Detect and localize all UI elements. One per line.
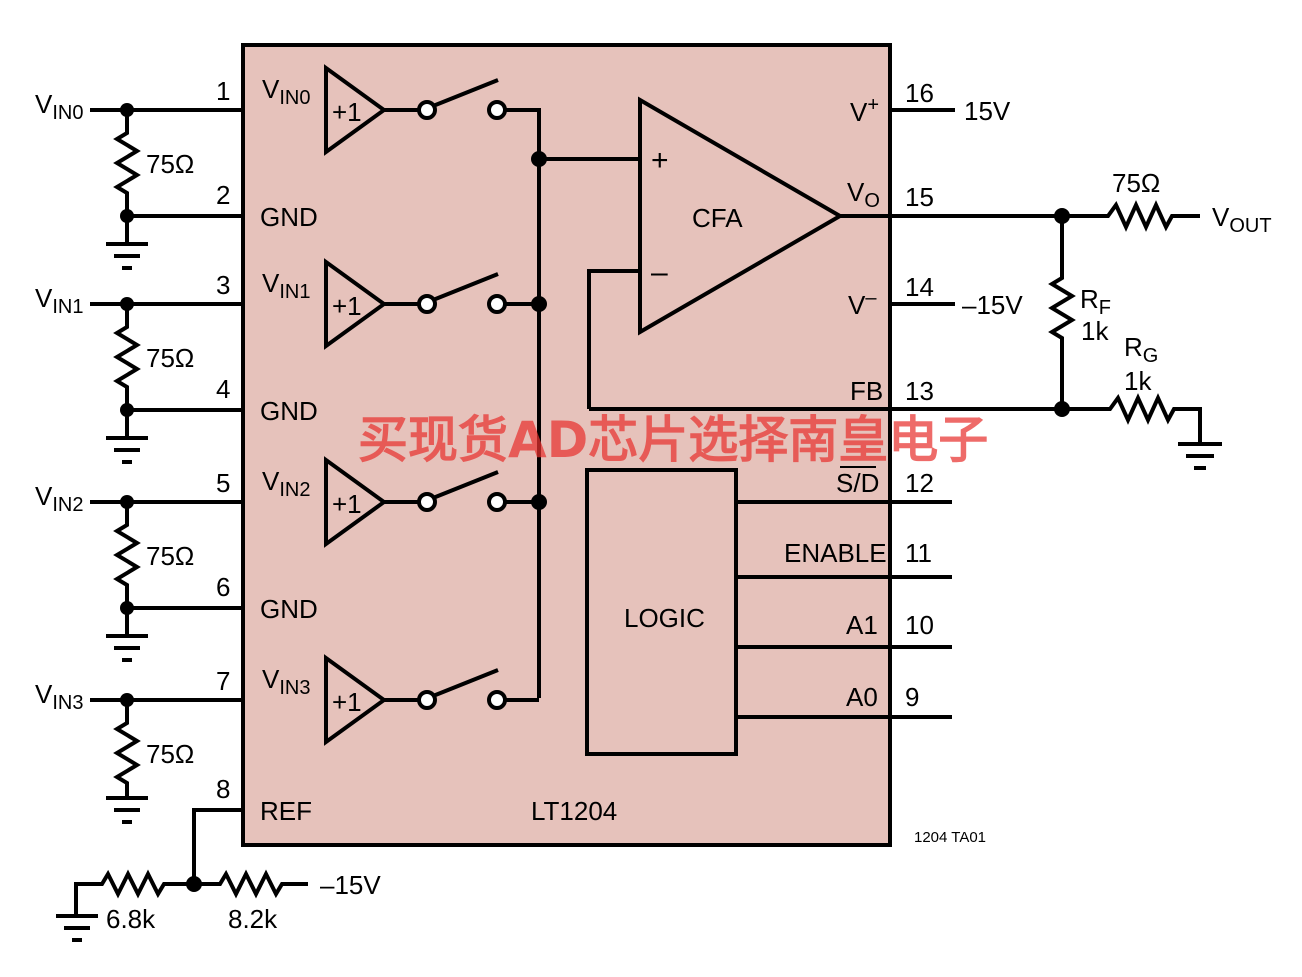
cfa-plus: + [651,144,669,177]
pin-vin0-label: VIN0 [262,74,310,109]
cfa-triangle [638,96,844,336]
rf-value: 1k [1081,316,1109,346]
pin-9-number: 9 [905,682,919,712]
fb-label: FB [850,376,883,406]
pin-vin2-label: VIN2 [262,466,310,501]
buffer-0-gain: +1 [332,97,362,127]
vout-label: VOUT [1212,202,1272,237]
pin-15-number: 15 [905,182,934,212]
pin-16-number: 16 [905,78,934,108]
gnd-label-2: GND [260,202,318,232]
cfa-minus: – [651,256,668,289]
pin-1-number: 1 [216,76,230,106]
buffer-1 [324,258,388,350]
gnd-label-4: GND [260,396,318,426]
pin-14-number: 14 [905,272,934,302]
pin-13-number: 13 [905,376,934,406]
pin-3-number: 3 [216,270,230,300]
rg-label: RG [1124,332,1158,367]
cfa-amplifier: + – CFA [531,96,890,409]
logic-label: LOGIC [624,603,705,633]
buffer-3-gain: +1 [332,687,362,717]
pin-7-number: 7 [216,666,230,696]
pin-12-number: 12 [905,468,934,498]
watermark-text: 买现货AD芯片选择南皇电子 [358,411,988,469]
r-term-0-label: 75Ω [146,149,194,179]
vin1-label: VIN1 [35,283,83,318]
r-6k8-label: 6.8k [106,904,156,934]
rg-value: 1k [1124,366,1152,396]
vo-label: VO [847,177,880,212]
r-term-1-label: 75Ω [146,343,194,373]
cfa-label: CFA [692,203,743,233]
vplus-supply: 15V [964,96,1011,126]
a1-label: A1 [846,610,878,640]
enable-label: ENABLE [784,538,887,568]
vminus-label: V– [848,287,877,320]
r-out-label: 75Ω [1112,168,1160,198]
a0-label: A0 [846,682,878,712]
input-channel-1: VIN1 75Ω 3 4 GND VIN1 +1 [35,258,547,464]
pin-8-number: 8 [216,774,230,804]
vplus-label: V+ [850,94,879,127]
r-8k2-label: 8.2k [228,904,278,934]
right-pins: V+ 16 15V VO 15 V– 14 –15V FB 13 S/D 12 … [589,78,1202,712]
vin2-label: VIN2 [35,481,83,516]
output-network: 75Ω VOUT RF 1k RG 1k [890,168,1272,470]
input-channel-2: VIN2 75Ω 5 6 GND VIN2 +1 [35,456,547,662]
pin-vin3-label: VIN3 [262,664,310,699]
pin-4-number: 4 [216,374,230,404]
ref-label: REF [260,796,312,826]
pin-2-number: 2 [216,180,230,210]
buffer-2-gain: +1 [332,489,362,519]
buffer-2 [324,456,388,548]
gnd-label-6: GND [260,594,318,624]
r-term-2-label: 75Ω [146,541,194,571]
logic-block: LOGIC [585,468,952,756]
input-channel-3: VIN3 75Ω 7 VIN3 +1 [35,654,539,824]
drawing-code: 1204 TA01 [914,829,986,846]
buffer-0 [324,64,388,156]
sd-label: S/D [836,468,879,498]
pin-10-number: 10 [905,610,934,640]
r-term-3-label: 75Ω [146,739,194,769]
vin3-label: VIN3 [35,679,83,714]
buffer-3 [324,654,388,746]
pin-11-number: 11 [905,538,932,568]
input-channel-0: VIN0 75Ω 1 2 GND VIN0 +1 [35,64,541,698]
chip-body [241,43,892,847]
ref-supply: –15V [320,870,381,900]
rf-label: RF [1080,284,1111,319]
vminus-supply: –15V [962,290,1023,320]
vin0-label: VIN0 [35,89,83,124]
ref-divider: REF 8 6.8k 8.2k –15V [56,774,381,942]
chip-name: LT1204 [531,796,617,826]
buffer-1-gain: +1 [332,291,362,321]
pin-6-number: 6 [216,572,230,602]
pin-5-number: 5 [216,468,230,498]
pin-vin1-label: VIN1 [262,268,310,303]
